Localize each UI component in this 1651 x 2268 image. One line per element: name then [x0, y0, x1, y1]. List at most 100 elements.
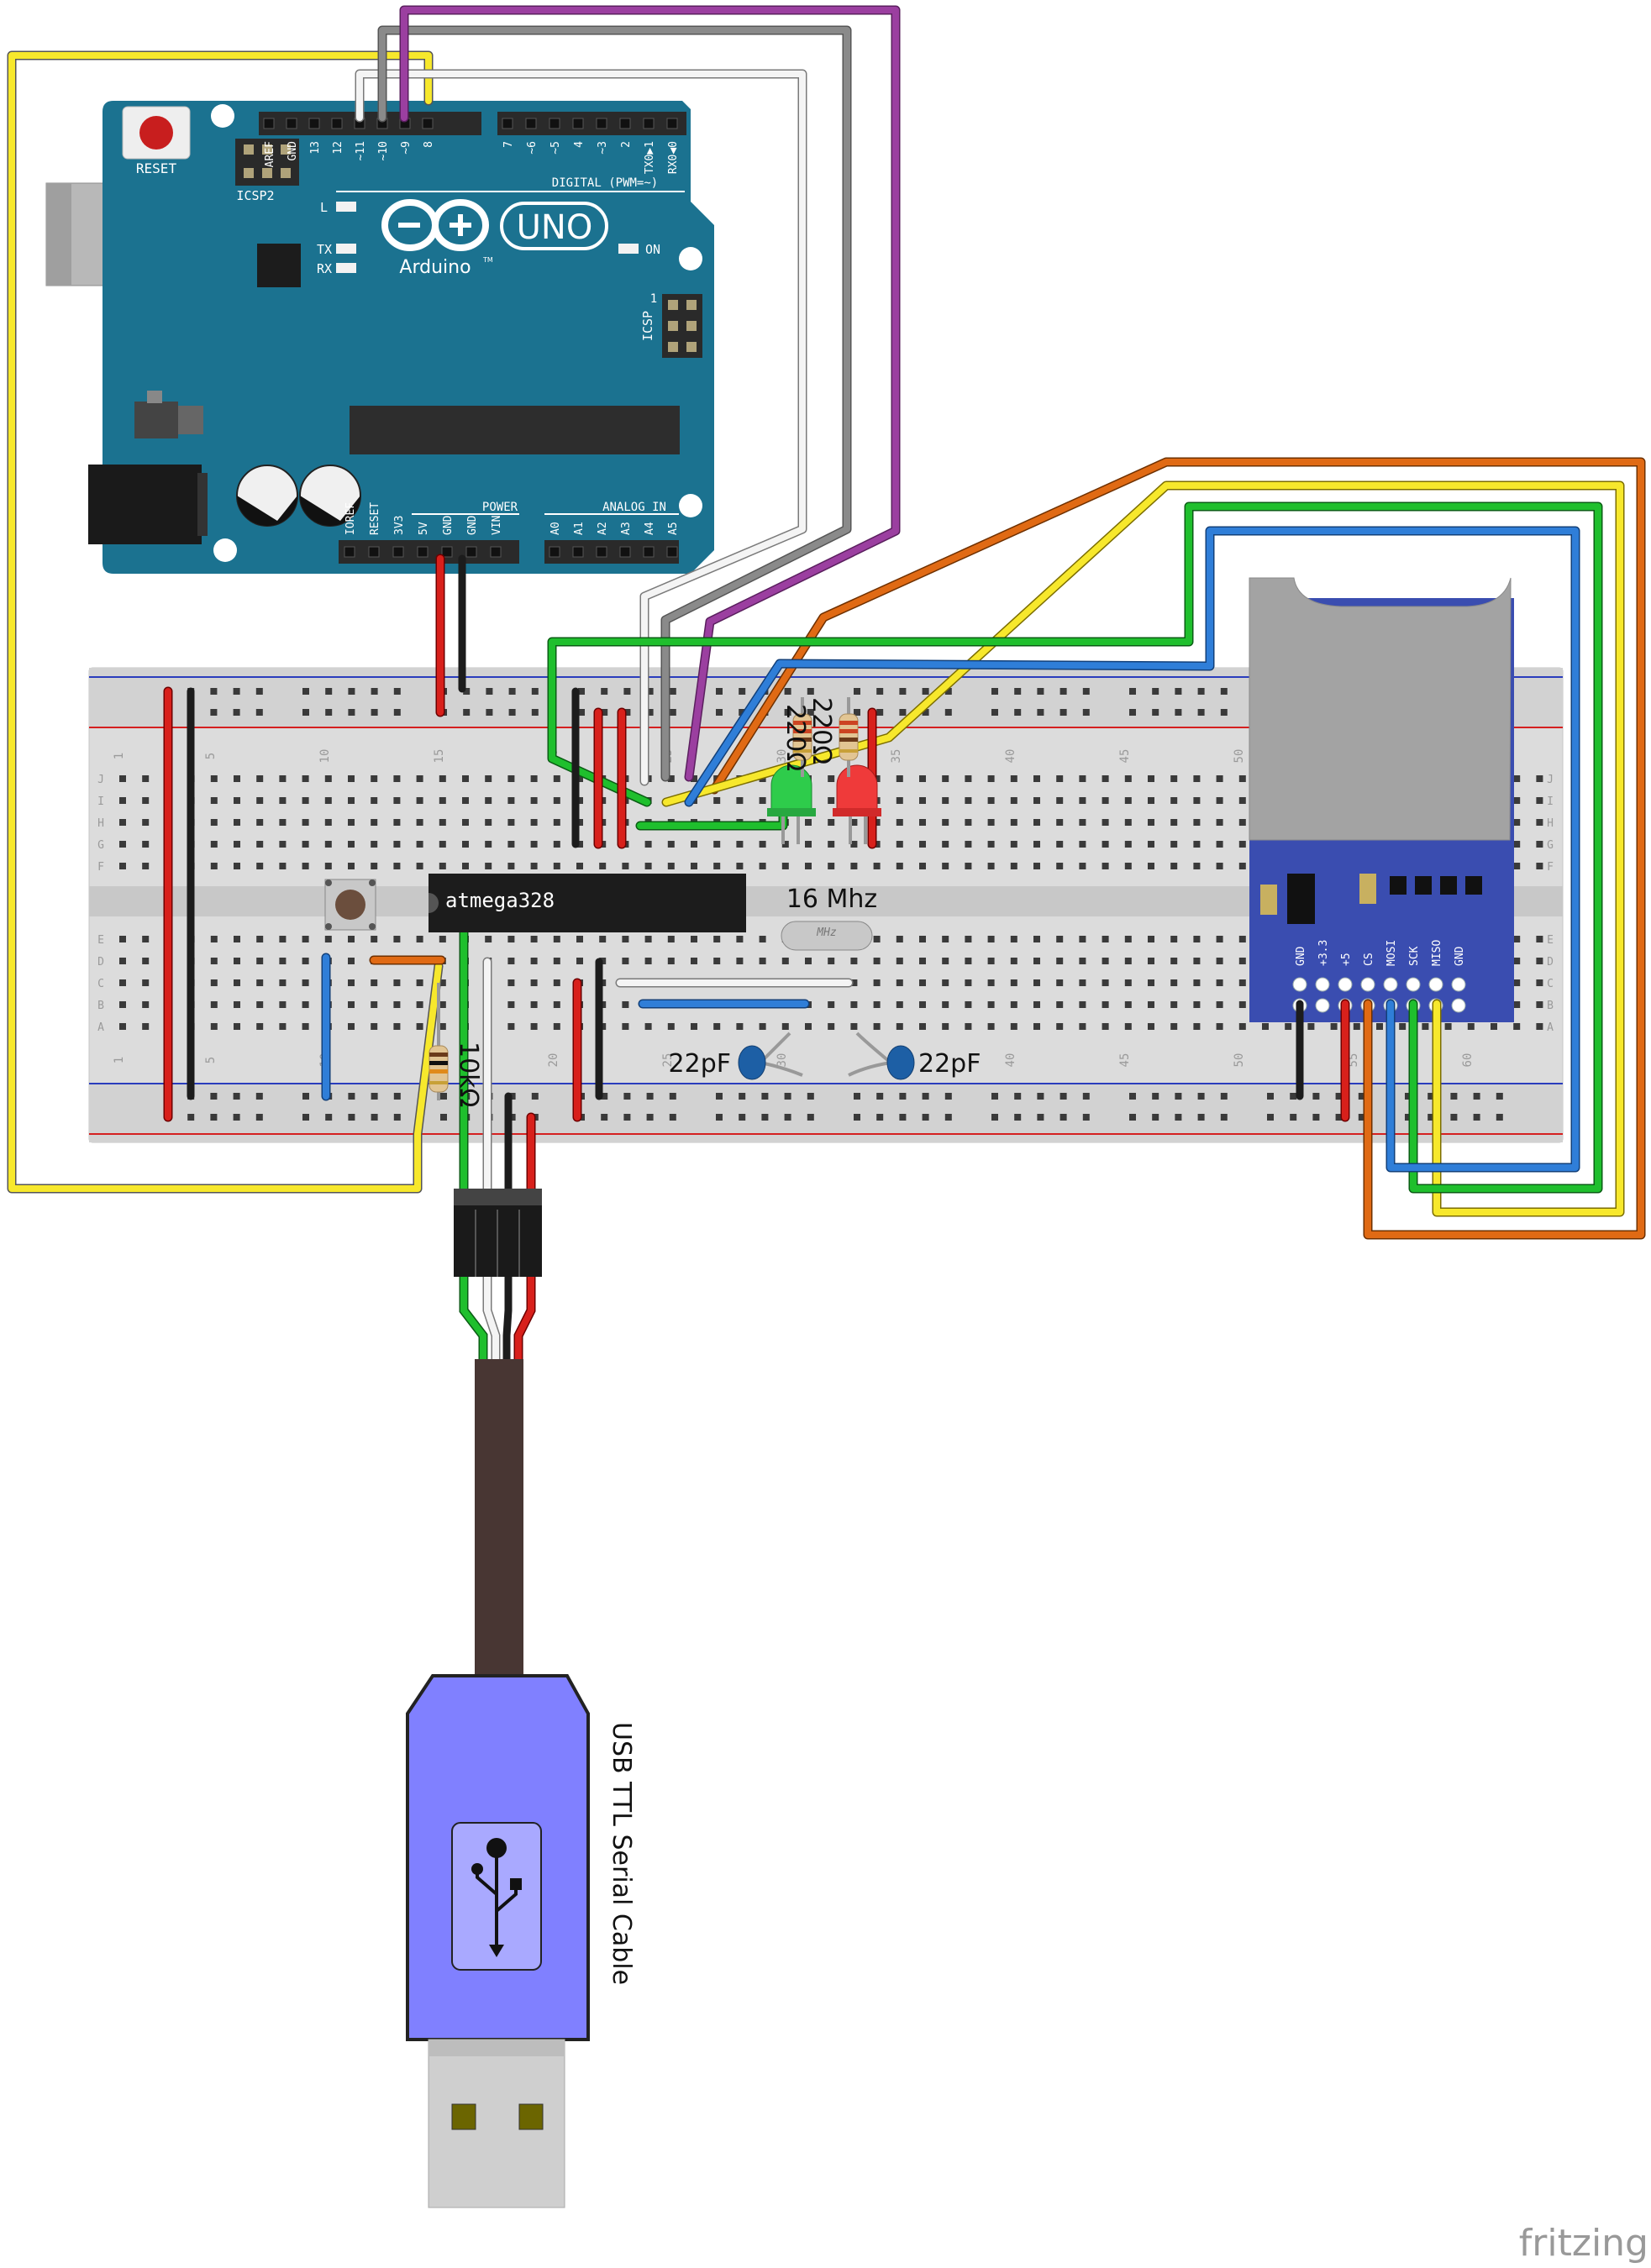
arduino-brand-text: Arduino [399, 257, 471, 278]
power-label: POWER [482, 501, 518, 514]
sd-pin-label: CS [1363, 953, 1375, 966]
cap-left-label: 22pF [669, 1049, 731, 1079]
fritzing-watermark: fritzing [1519, 2222, 1648, 2265]
led-tx [336, 244, 356, 254]
led-l [336, 202, 356, 212]
breadboard-row-letter: D [97, 956, 104, 969]
breadboard-column-number: 20 [547, 1053, 560, 1068]
sd-card-slot [1249, 577, 1512, 841]
breadboard-column-number: 35 [890, 749, 903, 764]
crystal-mark: MHz [816, 927, 837, 939]
breadboard-row-letter: E [97, 934, 104, 947]
cap-right-label: 22pF [918, 1049, 981, 1079]
breadboard-column-number: 15 [433, 749, 446, 764]
cable-label: USB TTL Serial Cable [607, 1722, 636, 1985]
header-pin-label: 8 [423, 141, 435, 148]
header-pin-label: A2 [597, 522, 609, 535]
breadboard-row-letter: J [1547, 774, 1554, 786]
header-pin-label: ~5 [549, 141, 562, 155]
breadboard-row-letter: H [97, 817, 104, 830]
on-label: ON [645, 242, 660, 257]
breadboard-column-number: 45 [1118, 749, 1132, 764]
wires [7, 5, 1646, 1240]
breadboard-column-number: 10 [318, 749, 332, 764]
icsp-label: ICSP [640, 311, 655, 341]
breadboard-column-number: 60 [1461, 1053, 1475, 1068]
main-chip-socket [350, 406, 680, 454]
electrolytic-capacitor [236, 465, 298, 527]
breadboard-row-letter: A [97, 1021, 104, 1034]
breadboard-column-number: 55 [1347, 1053, 1360, 1068]
arduino-logo: UNO Arduino TM [381, 199, 608, 278]
breadboard-column-number: 45 [1118, 1053, 1132, 1068]
l-label: L [320, 200, 328, 215]
usb-a-plug [428, 2039, 565, 2208]
breadboard-column-number: 5 [204, 1057, 218, 1063]
wire-orange-sck [711, 459, 1644, 1238]
breadboard-column-number: 40 [1004, 749, 1017, 764]
arduino-board [103, 101, 714, 574]
header-pin-label: 13 [309, 141, 322, 155]
breadboard-row-letter: C [1547, 978, 1554, 990]
header-pin-label: TX0▶1 [644, 141, 656, 174]
breadboard-row-letter: E [1547, 934, 1554, 947]
resistor-10k: 10kΩ [429, 983, 483, 1107]
header-pin-label: RX0◀0 [667, 141, 680, 174]
header-pin-label: 12 [332, 141, 344, 155]
arduino-trademark: TM [482, 256, 493, 264]
rx-label: RX [317, 261, 332, 276]
icsp2-label: ICSP2 [236, 188, 274, 203]
wire-yellow-reset [8, 52, 442, 1192]
breadboard-row-letter: J [97, 774, 104, 786]
usb-chip [257, 244, 301, 287]
breadboard-column-number: 1 [113, 753, 126, 759]
header-pin-label: 3V3 [393, 516, 406, 535]
sd-pin-label: +5 [1340, 953, 1353, 966]
sd-pin-label: MOSI [1385, 940, 1398, 966]
breadboard-row-letter: F [97, 861, 104, 874]
header-pin-label: IOREF [344, 502, 357, 535]
resistor-green-label: 220Ω [781, 704, 810, 771]
sd-pin-label: MISO [1431, 940, 1443, 966]
tx-label: TX [317, 242, 332, 257]
dc-power-jack [88, 465, 202, 544]
wire-white-pin13 [356, 71, 806, 785]
chip-label: atmega328 [445, 889, 555, 912]
header-pin-label: ~6 [526, 141, 539, 155]
header-pin-label: A3 [620, 522, 633, 535]
sd-pin-label: GND [1295, 946, 1307, 966]
reset-button-cap [139, 116, 173, 150]
header-pin-label: 7 [502, 141, 515, 148]
header-pin-label: 5V [418, 522, 430, 535]
header-pin-label: ~3 [597, 141, 609, 155]
wire-purple-pin11 [401, 7, 899, 780]
analog-label: ANALOG IN [602, 501, 666, 514]
breadboard-column-number: 1 [113, 1057, 126, 1063]
header-pin-label: RESET [369, 502, 381, 535]
breadboard-row-letter: I [1547, 795, 1554, 808]
header-pin-label: ~11 [355, 141, 367, 160]
wire-blue-cs [686, 528, 1579, 1171]
mounting-hole [211, 104, 234, 128]
header-pin-label: AREF [264, 141, 276, 167]
header-pin-label: VIN [491, 516, 503, 535]
atmega328-chip: atmega328 [429, 874, 746, 932]
breadboard-row-letter: I [97, 795, 104, 808]
breadboard-column-number: 30 [776, 1053, 789, 1068]
header-pin-label: GND [287, 141, 299, 161]
breadboard-row-letter: G [97, 839, 104, 852]
breadboard-column-number: 5 [204, 753, 218, 759]
resistor-220-red: 220Ω [807, 697, 859, 777]
breadboard-column-number: 50 [1233, 749, 1246, 764]
sd-pin-label: +3.3 [1317, 940, 1330, 966]
header-pin-label: GND [442, 515, 455, 535]
wire-yellow-miso [663, 482, 1623, 1215]
usb-ttl-serial-cable: USB TTL Serial Cable [406, 1189, 636, 2208]
crystal-16mhz: MHz 16 Mhz [781, 885, 877, 951]
capacitor-22pf-left: 22pF [669, 1032, 803, 1080]
